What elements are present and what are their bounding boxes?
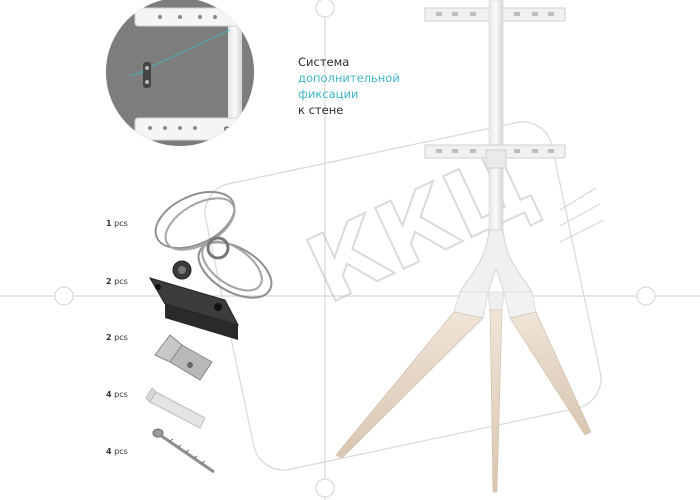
caption-line-3: фиксации: [298, 87, 359, 101]
angle-bracket: [154, 334, 213, 381]
wall-anchor-block: [148, 260, 239, 340]
part-qty-rope: 1 pcs: [106, 219, 128, 228]
part-qty-screw: 4 pcs: [106, 447, 128, 456]
fixation-caption: Система дополнительной фиксации к стене: [298, 54, 400, 118]
detail-zoom-circle: ONKRON: [106, 0, 254, 146]
tripod-stand: [335, 0, 592, 493]
part-qty-angle-bracket: 2 pcs: [106, 333, 128, 342]
rope-coil: [154, 190, 273, 299]
part-qty-wall-plug: 4 pcs: [106, 390, 128, 399]
part-qty-anchor-block: 2 pcs: [106, 277, 128, 286]
brand-label: ONKRON: [224, 126, 254, 133]
caption-line-4: к стене: [298, 103, 344, 117]
caption-line-1: Система: [298, 55, 350, 69]
wall-plug: [145, 387, 206, 429]
screw: [152, 428, 215, 474]
caption-line-2: дополнительной: [298, 71, 400, 85]
